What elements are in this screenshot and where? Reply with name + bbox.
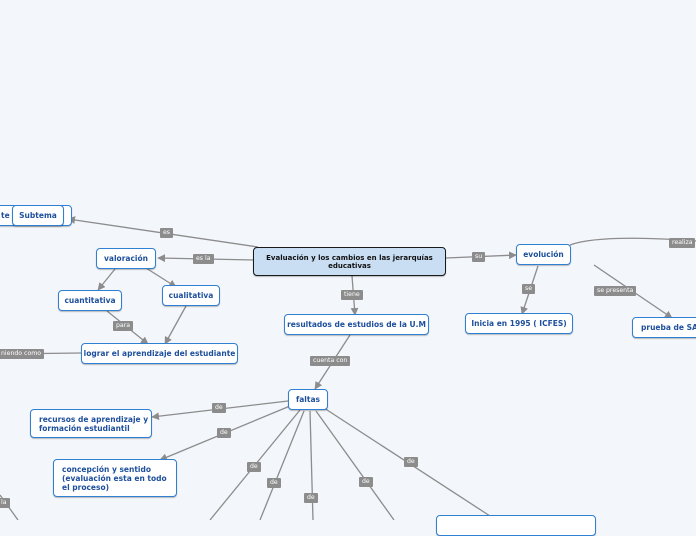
- concepcion-node[interactable]: concepción y sentido (evaluación esta en…: [53, 459, 177, 497]
- label-se: se: [522, 284, 536, 294]
- label-de-down-4: de: [359, 477, 373, 487]
- label-de-down-5: de: [404, 457, 418, 467]
- label-de-recursos: de: [212, 403, 226, 413]
- edge-cualitativa-lograr: [164, 305, 187, 345]
- cualitativa-node[interactable]: cualitativa: [162, 285, 220, 306]
- evolucion-node[interactable]: evolución: [516, 244, 571, 265]
- subtema-node[interactable]: Subtema: [12, 205, 64, 226]
- label-de-down-1: de: [247, 462, 261, 472]
- prueba-node[interactable]: prueba de SAB: [632, 317, 696, 338]
- label-realiza: realiza: [669, 238, 696, 248]
- faltas-node[interactable]: faltas: [288, 389, 328, 410]
- valoracion-node[interactable]: valoración: [96, 248, 156, 269]
- label-para: para: [113, 321, 134, 331]
- edge-faltas-down-4: [315, 410, 395, 520]
- central-topic-node[interactable]: Evaluación y los cambios en las jerarquí…: [253, 247, 446, 276]
- label-tiene: tiene: [341, 290, 363, 300]
- label-teniendo-como: niendo como: [0, 349, 45, 359]
- label-de-down-3: de: [304, 493, 318, 503]
- label-la: la: [0, 498, 10, 508]
- label-es-la: es la: [193, 254, 214, 264]
- label-se-presenta: se presenta: [594, 286, 637, 296]
- label-de-concepcion: de: [217, 428, 231, 438]
- cuantitativa-node[interactable]: cuantitativa: [58, 290, 122, 311]
- edge-valoracion-cualitativa: [145, 267, 177, 288]
- resultados-node[interactable]: resultados de estudios de la U.M: [284, 314, 429, 335]
- label-de-down-2: de: [267, 478, 281, 488]
- edge-faltas-down-3: [309, 410, 314, 520]
- bottom-node-partial[interactable]: [436, 515, 596, 536]
- edge-faltas-down-2: [259, 410, 305, 520]
- edge-valoracion-cuantitativa: [97, 268, 116, 291]
- inicia-node[interactable]: Inicia en 1995 ( ICFES): [465, 313, 573, 334]
- label-cuenta-con: cuenta con: [310, 356, 351, 366]
- label-es: es: [160, 228, 174, 238]
- recursos-node[interactable]: recursos de aprendizaje y formación estu…: [30, 409, 152, 438]
- lograr-aprendizaje-node[interactable]: lograr el aprendizaje del estudiante: [81, 343, 238, 364]
- label-su: su: [472, 252, 486, 262]
